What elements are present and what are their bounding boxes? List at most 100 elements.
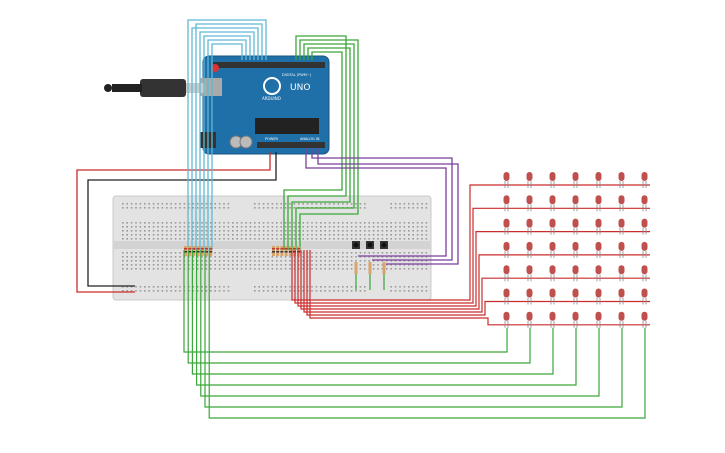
led[interactable] bbox=[595, 288, 602, 305]
pull-down-resistor[interactable] bbox=[354, 262, 358, 290]
led[interactable] bbox=[526, 195, 533, 212]
led[interactable] bbox=[503, 195, 510, 212]
wire-red[interactable] bbox=[297, 231, 650, 307]
resistor[interactable] bbox=[288, 246, 292, 256]
wire-cyan[interactable] bbox=[211, 43, 243, 250]
led[interactable] bbox=[641, 172, 648, 188]
wire-red[interactable] bbox=[303, 250, 650, 313]
power-analog-header[interactable] bbox=[257, 142, 325, 148]
led[interactable] bbox=[503, 265, 510, 282]
led[interactable] bbox=[595, 241, 602, 258]
led[interactable] bbox=[549, 218, 556, 235]
arduino-uno-board[interactable]: UNO ARDUINO DIGITAL (PWM~) POWER ANALOG … bbox=[200, 55, 330, 155]
led[interactable] bbox=[526, 311, 533, 328]
led[interactable] bbox=[572, 311, 579, 328]
led[interactable] bbox=[572, 172, 579, 188]
led[interactable] bbox=[503, 288, 510, 305]
led[interactable] bbox=[641, 288, 648, 305]
wire-cyan[interactable] bbox=[207, 39, 247, 250]
led[interactable] bbox=[549, 288, 556, 305]
led[interactable] bbox=[618, 195, 625, 212]
wire-purple[interactable] bbox=[305, 148, 447, 257]
resistor[interactable] bbox=[188, 246, 192, 256]
wire-red[interactable] bbox=[309, 250, 650, 326]
wire-green[interactable] bbox=[295, 43, 355, 250]
wire-green[interactable] bbox=[196, 250, 577, 386]
led[interactable] bbox=[618, 265, 625, 282]
led[interactable] bbox=[595, 218, 602, 235]
led[interactable] bbox=[641, 195, 648, 212]
wire-cyan[interactable] bbox=[191, 27, 259, 250]
wire-purple[interactable] bbox=[311, 148, 453, 261]
wire-green[interactable] bbox=[187, 250, 531, 364]
wire-red[interactable] bbox=[300, 250, 650, 310]
led[interactable] bbox=[572, 241, 579, 258]
led[interactable] bbox=[595, 172, 602, 188]
wire-green[interactable] bbox=[283, 51, 343, 250]
led[interactable] bbox=[549, 311, 556, 328]
led[interactable] bbox=[641, 241, 648, 258]
led[interactable] bbox=[618, 241, 625, 258]
wire-green[interactable] bbox=[299, 39, 359, 250]
resistor[interactable] bbox=[196, 246, 200, 256]
resistor[interactable] bbox=[192, 246, 196, 256]
led[interactable] bbox=[503, 218, 510, 235]
led[interactable] bbox=[526, 218, 533, 235]
led[interactable] bbox=[641, 218, 648, 235]
pull-down-resistor[interactable] bbox=[382, 262, 386, 290]
wire-black[interactable] bbox=[87, 152, 277, 287]
led[interactable] bbox=[572, 288, 579, 305]
led[interactable] bbox=[641, 265, 648, 282]
wire-purple[interactable] bbox=[317, 148, 459, 265]
resistor[interactable] bbox=[297, 246, 301, 256]
led[interactable] bbox=[618, 172, 625, 188]
resistor[interactable] bbox=[209, 246, 213, 256]
led[interactable] bbox=[618, 288, 625, 305]
wire-red[interactable] bbox=[76, 152, 271, 293]
led[interactable] bbox=[595, 311, 602, 328]
led[interactable] bbox=[572, 195, 579, 212]
led[interactable] bbox=[595, 265, 602, 282]
resistor[interactable] bbox=[200, 246, 204, 256]
led[interactable] bbox=[572, 218, 579, 235]
led[interactable] bbox=[618, 311, 625, 328]
led[interactable] bbox=[526, 172, 533, 188]
led[interactable] bbox=[549, 195, 556, 212]
resistor[interactable] bbox=[276, 246, 280, 256]
push-button[interactable] bbox=[352, 241, 360, 249]
led[interactable] bbox=[526, 265, 533, 282]
led[interactable] bbox=[503, 172, 510, 188]
pull-down-resistor[interactable] bbox=[368, 262, 372, 290]
wire-red[interactable] bbox=[291, 184, 650, 301]
wire-red[interactable] bbox=[294, 207, 650, 304]
led[interactable] bbox=[526, 288, 533, 305]
led[interactable] bbox=[595, 195, 602, 212]
led[interactable] bbox=[549, 172, 556, 188]
led[interactable] bbox=[572, 265, 579, 282]
push-button[interactable] bbox=[380, 241, 388, 249]
wire-cyan[interactable] bbox=[195, 23, 263, 250]
wire-green[interactable] bbox=[291, 47, 351, 250]
push-button[interactable] bbox=[366, 241, 374, 249]
led[interactable] bbox=[641, 311, 648, 328]
usb-cable[interactable] bbox=[104, 79, 205, 97]
led[interactable] bbox=[618, 218, 625, 235]
resistor[interactable] bbox=[284, 246, 288, 256]
wire-green[interactable] bbox=[208, 250, 646, 419]
led[interactable] bbox=[549, 241, 556, 258]
wire-cyan[interactable] bbox=[203, 35, 251, 250]
digital-header[interactable] bbox=[213, 62, 325, 68]
wire-green[interactable] bbox=[191, 250, 554, 375]
resistor[interactable] bbox=[205, 246, 208, 256]
resistor[interactable] bbox=[280, 246, 284, 256]
resistor[interactable] bbox=[184, 246, 187, 256]
wire-green[interactable] bbox=[287, 35, 347, 250]
wire-green[interactable] bbox=[204, 250, 623, 408]
led[interactable] bbox=[526, 241, 533, 258]
wire-cyan[interactable] bbox=[199, 31, 255, 250]
led[interactable] bbox=[549, 265, 556, 282]
resistor[interactable] bbox=[272, 246, 275, 256]
led[interactable] bbox=[503, 311, 510, 328]
wire-cyan[interactable] bbox=[187, 19, 267, 250]
reset-button[interactable] bbox=[211, 64, 219, 72]
